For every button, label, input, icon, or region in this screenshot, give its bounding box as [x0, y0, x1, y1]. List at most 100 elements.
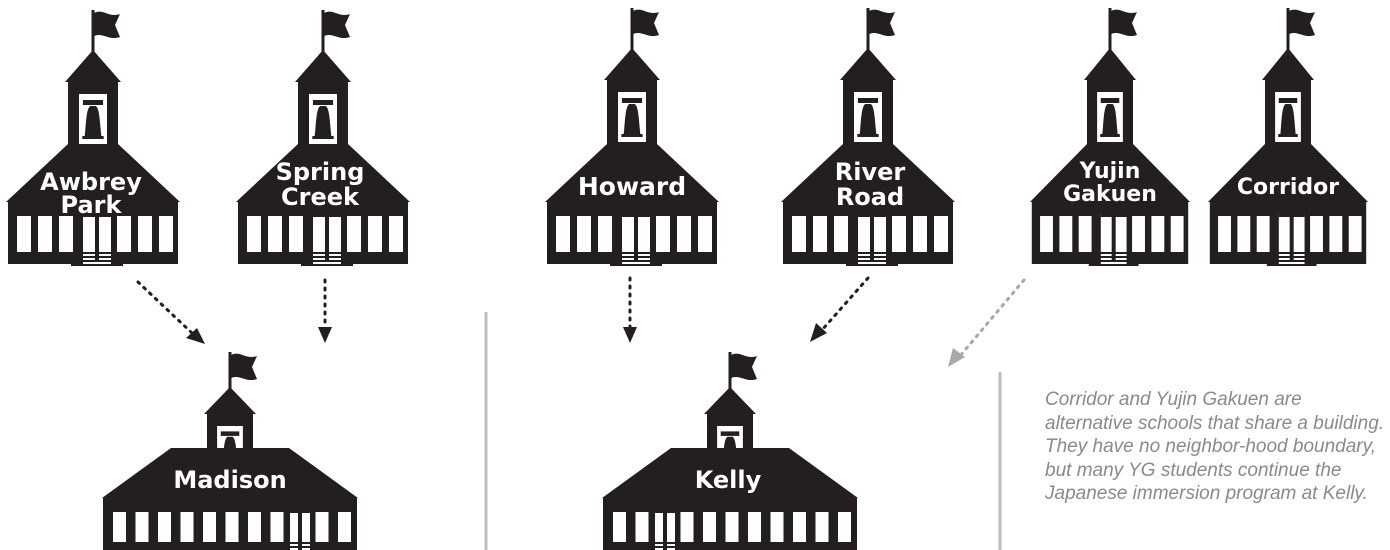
window [138, 216, 152, 252]
window [268, 216, 282, 252]
step [304, 260, 350, 262]
bell-bracket [1101, 98, 1120, 103]
bell-base [1100, 134, 1120, 137]
window [838, 512, 851, 542]
window [892, 216, 906, 252]
door-lintel [290, 509, 310, 513]
window [158, 512, 171, 542]
bell-bracket [1279, 98, 1298, 103]
school-corridor [1208, 8, 1368, 266]
flag-icon [633, 10, 659, 36]
bell-bracket [221, 431, 240, 436]
window [698, 216, 712, 252]
flag-icon [231, 354, 257, 380]
label-madison: Madison [173, 466, 286, 494]
window [203, 512, 216, 542]
window [1257, 216, 1270, 252]
window [226, 512, 239, 542]
window [248, 512, 261, 542]
step [1276, 252, 1308, 254]
window [159, 216, 173, 252]
window [598, 216, 612, 252]
arrow-awbrey-to-madison [138, 282, 205, 344]
window [389, 216, 403, 252]
window [316, 512, 329, 542]
school-river-road [781, 8, 955, 266]
window [556, 216, 570, 252]
school-howard [545, 8, 719, 266]
tower-spire [604, 48, 660, 80]
step [652, 542, 678, 544]
window [771, 512, 784, 542]
step [310, 252, 344, 254]
window [59, 216, 73, 252]
tower-spire [704, 387, 756, 414]
tower-spire [1262, 48, 1314, 80]
door-lintel [313, 213, 341, 217]
window [1329, 216, 1342, 252]
window [577, 216, 591, 252]
window [748, 512, 761, 542]
window [1349, 216, 1362, 252]
window [681, 512, 694, 542]
arrow-howard-to-kelly [623, 278, 637, 343]
window [136, 512, 149, 542]
arrow-river-road-to-kelly [810, 278, 868, 342]
label-yujin-line1: Yujin [1079, 159, 1141, 184]
school-madison [102, 352, 358, 550]
window [1218, 216, 1231, 252]
step [74, 260, 120, 262]
step [613, 260, 659, 262]
label-yujin-line2: Gakuen [1063, 182, 1157, 207]
school-kelly [602, 352, 858, 550]
bell-base [1278, 134, 1298, 137]
window [1079, 216, 1092, 252]
step [1089, 264, 1139, 266]
window [613, 512, 626, 542]
window [726, 512, 739, 542]
window [1151, 216, 1164, 252]
door-lintel [858, 213, 886, 217]
tower-spire [1084, 48, 1136, 80]
tower-spire [295, 50, 351, 82]
window [793, 512, 806, 542]
step [616, 256, 656, 258]
flag-icon [1289, 10, 1315, 36]
window [1059, 216, 1072, 252]
label-spring-creek-line2: Creek [281, 183, 360, 211]
bell-base [82, 136, 103, 139]
bell-base [857, 134, 878, 137]
window [338, 512, 351, 542]
window [181, 512, 194, 542]
label-river-road-line1: River [835, 158, 906, 186]
window [1237, 216, 1250, 252]
step [77, 256, 117, 258]
bell-bracket [313, 100, 333, 105]
window [813, 216, 827, 252]
bell-bracket [721, 431, 740, 436]
tower-spire [204, 387, 256, 414]
step [619, 252, 653, 254]
step [852, 256, 892, 258]
window [289, 216, 303, 252]
window [816, 512, 829, 542]
step [287, 542, 313, 544]
window [117, 216, 131, 252]
tower-spire [65, 50, 121, 82]
window [1132, 216, 1145, 252]
alternative-schools-note: Corridor and Yujin Gakuen are alternativ… [1045, 388, 1385, 506]
label-awbrey-line2: Park [61, 191, 123, 219]
flag-icon [324, 12, 350, 38]
bell-bracket [83, 100, 103, 105]
window [1040, 216, 1053, 252]
school-spring-creek [236, 10, 410, 266]
window [703, 512, 716, 542]
step [849, 260, 895, 262]
window [636, 512, 649, 542]
window [677, 216, 691, 252]
flag-icon [94, 12, 120, 38]
bell-bracket [622, 98, 642, 103]
label-howard: Howard [578, 172, 686, 201]
window [792, 216, 806, 252]
window [38, 216, 52, 252]
